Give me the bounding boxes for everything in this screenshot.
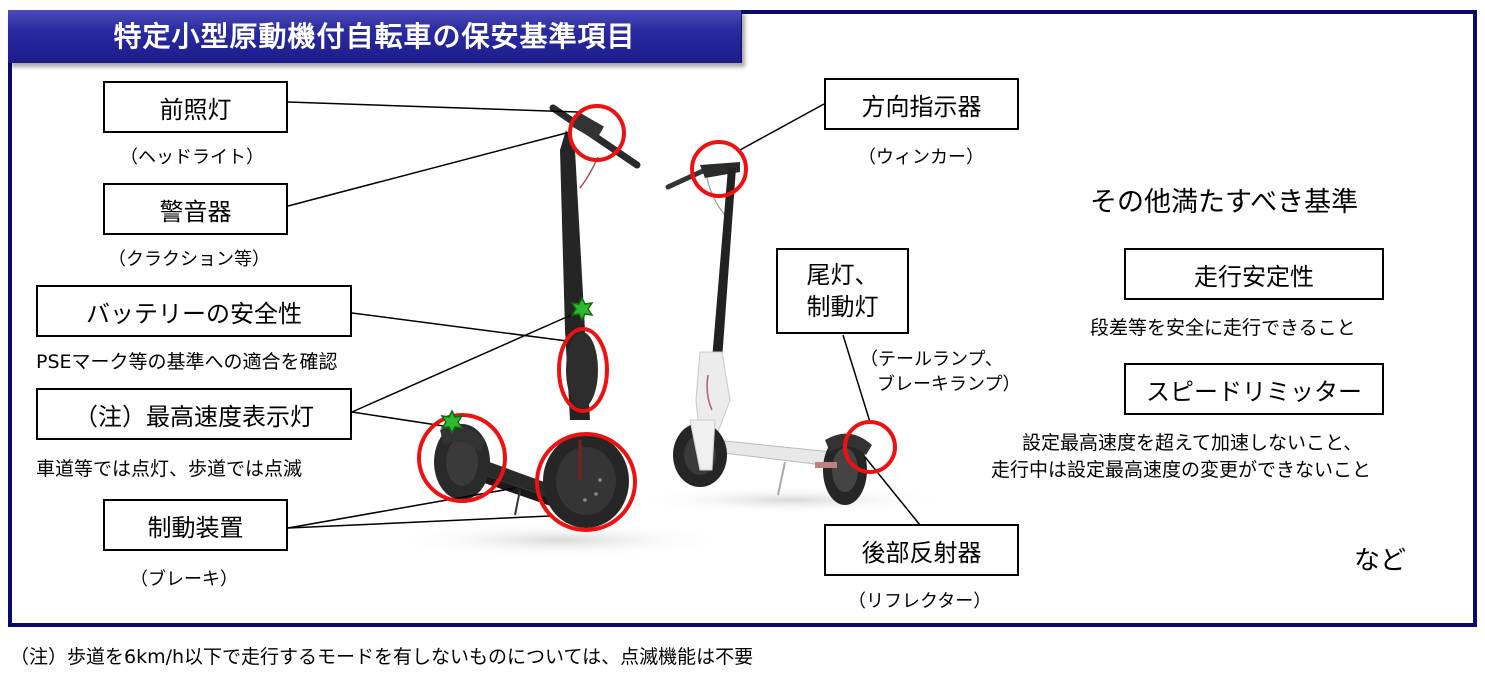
label-battery-safety: バッテリーの安全性 bbox=[36, 285, 352, 337]
footnote: （注）歩道を6km/h以下で走行するモードを有しないものについては、点滅機能は不… bbox=[10, 646, 754, 668]
label-tail-brake-light: 尾灯、 制動灯 bbox=[776, 248, 909, 334]
label-brake-note: （ブレーキ） bbox=[130, 569, 238, 590]
white-scooter-illustration bbox=[665, 162, 872, 505]
standard-speed-limiter: スピードリミッター bbox=[1124, 363, 1384, 415]
label-headlight-note: （ヘッドライト） bbox=[120, 147, 264, 168]
standard-speed-limiter-text: スピードリミッター bbox=[1146, 377, 1362, 406]
label-turn-signal-text: 方向指示器 bbox=[861, 92, 982, 121]
label-speed-indicator-note: 車道等では点灯、歩道では点滅 bbox=[36, 458, 303, 480]
other-standards-heading: その他満たすべき基準 bbox=[1090, 187, 1359, 218]
label-speed-indicator-text: （注）最高速度表示灯 bbox=[74, 402, 314, 431]
label-turn-signal: 方向指示器 bbox=[824, 78, 1019, 130]
leader-lines bbox=[287, 101, 921, 529]
label-rear-reflector: 後部反射器 bbox=[824, 524, 1019, 576]
black-scooter-illustration bbox=[434, 104, 641, 528]
standard-running-stability-text: 走行安定性 bbox=[1194, 262, 1314, 291]
label-rear-reflector-note: （リフレクター） bbox=[848, 591, 992, 612]
highlight-circles bbox=[417, 104, 897, 532]
speed-indicator-stars bbox=[440, 296, 594, 435]
standard-running-stability-note: 段差等を安全に走行できること bbox=[1090, 317, 1356, 339]
label-horn-text: 警音器 bbox=[159, 197, 232, 226]
label-turn-signal-note: （ウィンカー） bbox=[858, 147, 984, 168]
label-headlight: 前照灯 bbox=[103, 81, 288, 133]
label-tail-light-text: 尾灯、 bbox=[806, 261, 879, 289]
star-icon bbox=[440, 409, 464, 435]
label-battery-safety-text: バッテリーの安全性 bbox=[86, 299, 302, 328]
label-tail-brake-note-line2: ブレーキランプ） bbox=[877, 374, 1021, 395]
label-brake-text: 制動装置 bbox=[147, 513, 244, 542]
label-horn: 警音器 bbox=[103, 183, 288, 235]
label-headlight-text: 前照灯 bbox=[159, 95, 232, 124]
label-horn-note: （クラクション等） bbox=[108, 249, 270, 270]
label-rear-reflector-text: 後部反射器 bbox=[861, 538, 982, 567]
standard-speed-limiter-note-line1: 設定最高速度を超えて加速しないこと、 bbox=[1022, 432, 1363, 454]
standard-running-stability: 走行安定性 bbox=[1124, 248, 1384, 300]
label-brake: 制動装置 bbox=[103, 499, 288, 551]
label-speed-indicator: （注）最高速度表示灯 bbox=[36, 388, 352, 440]
label-battery-note: PSEマーク等の基準への適合を確認 bbox=[36, 351, 338, 373]
title-bar: 特定小型原動機付自転車の保安基準項目 bbox=[8, 10, 742, 63]
standard-speed-limiter-note-line2: 走行中は設定最高速度の変更ができないこと bbox=[991, 459, 1372, 481]
label-brake-light-text: 制動灯 bbox=[806, 293, 879, 321]
star-icon bbox=[570, 296, 594, 322]
etc-text: など bbox=[1354, 546, 1407, 576]
page-title: 特定小型原動機付自転車の保安基準項目 bbox=[113, 20, 636, 53]
label-tail-brake-note-line1: （テールランプ、 bbox=[860, 349, 1003, 370]
